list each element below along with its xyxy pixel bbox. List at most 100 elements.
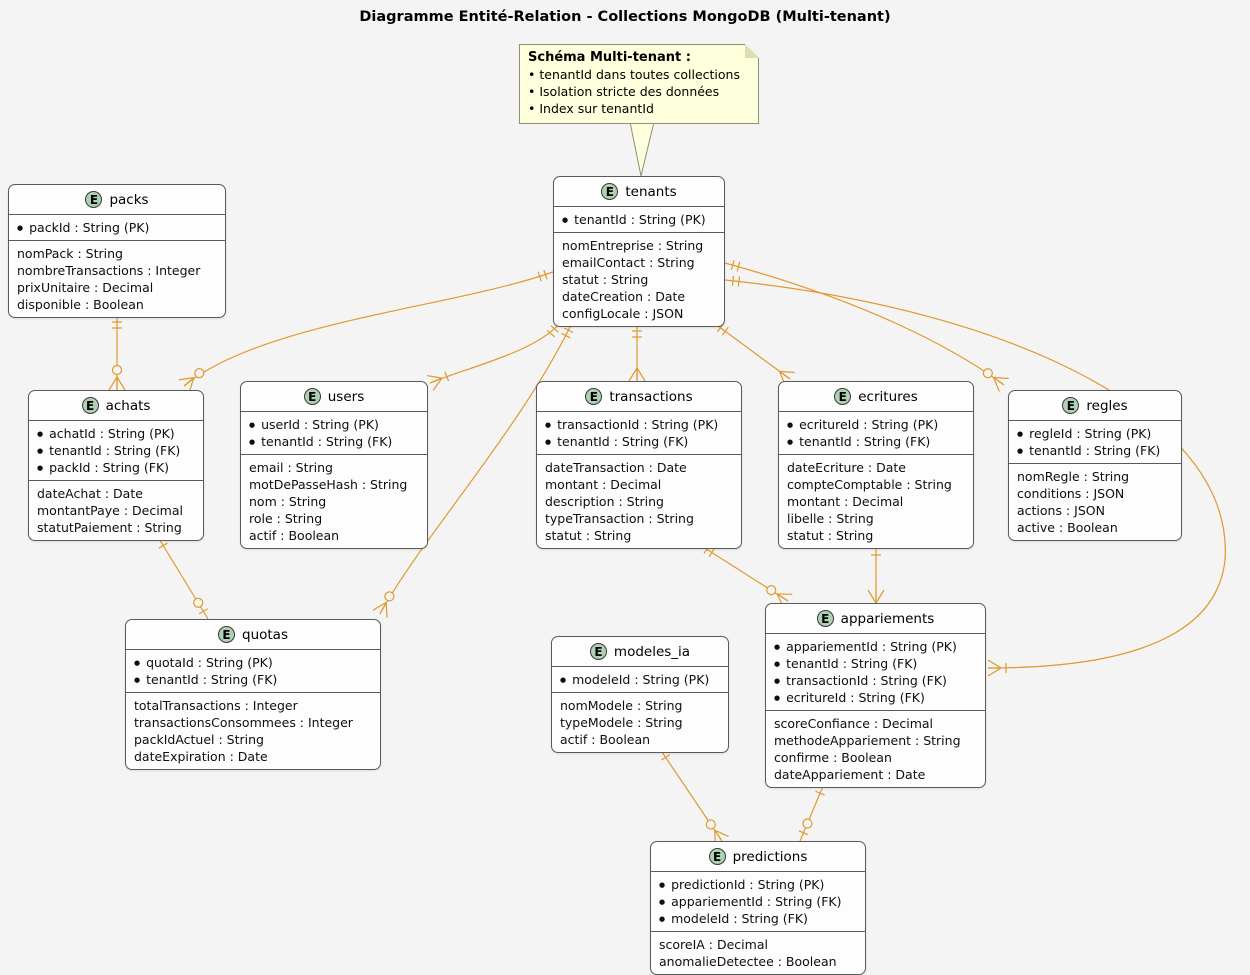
relationship-achats-quotas xyxy=(157,536,209,620)
relationship-tenants-appariements xyxy=(724,275,1226,677)
key-section: achatId : String (PK)tenantId : String (… xyxy=(29,421,203,481)
attribute-section: nomModele : String typeModele : String act… xyxy=(552,693,728,752)
entity-regles: EreglesregleId : String (PK)tenantId : S… xyxy=(1008,390,1182,541)
entity-name: regles xyxy=(1086,397,1128,414)
attribute-row: actif : Boolean xyxy=(560,732,651,747)
note-multitenant: Schéma Multi-tenant : • tenantId dans to… xyxy=(519,44,759,124)
relationship-line xyxy=(724,262,1005,386)
attribute-row: typeTransaction : String xyxy=(545,511,694,526)
key-section: tenantId : String (PK) xyxy=(554,207,724,233)
entity-stereotype-icon: E xyxy=(585,388,603,405)
attribute-row: prixUnitaire : Decimal xyxy=(17,280,154,295)
note-line: • Isolation stricte des données xyxy=(528,84,720,99)
entity-stereotype-icon: E xyxy=(81,397,99,414)
relationship-tenants-regles xyxy=(724,260,1009,392)
entity-stereotype-icon: E xyxy=(218,626,235,643)
attribute-row: typeModele : String xyxy=(560,715,683,730)
relationship-appariements-predictions xyxy=(798,783,825,842)
key-field-row: packId : String (PK) xyxy=(9,219,225,236)
key-field-row: tenantId : String (FK) xyxy=(537,433,741,450)
attribute-row: dateEcriture : Date xyxy=(787,460,906,475)
relationship-line xyxy=(379,322,573,615)
key-field-row: tenantId : String (FK) xyxy=(29,442,203,459)
attribute-row: email : String xyxy=(249,460,333,475)
relationship-tenants-transactions xyxy=(628,323,646,382)
attribute-row: statut : String xyxy=(562,272,649,287)
key-field-row: tenantId : String (PK) xyxy=(554,211,724,228)
key-field-row: tenantId : String (FK) xyxy=(241,433,427,450)
diagram-title: Diagramme Entité-Relation - Collections … xyxy=(359,9,891,25)
attribute-row: conditions : JSON xyxy=(1017,486,1125,501)
attribute-row: methodeAppariement : String xyxy=(774,733,961,748)
attribute-row: statutPaiement : String xyxy=(37,520,182,535)
key-section: userId : String (PK)tenantId : String (F… xyxy=(241,412,427,455)
entity-name: modeles_ia xyxy=(613,643,691,660)
attribute-row: nomModele : String xyxy=(560,698,683,713)
note-title: Schéma Multi-tenant : xyxy=(528,50,691,65)
attribute-row: scoreIA : Decimal xyxy=(659,937,768,952)
relationship-packs-achats xyxy=(108,314,126,391)
attribute-row: emailContact : String xyxy=(562,255,695,270)
entity-stereotype-icon: E xyxy=(303,388,321,405)
relationship-line xyxy=(183,271,554,387)
relationship-tenants-ecritures xyxy=(713,322,795,386)
key-field-row: transactionId : String (PK) xyxy=(537,416,741,433)
entity-stereotype-icon: E xyxy=(708,848,726,865)
entity-predictions: EpredictionspredictionId : String (PK)ap… xyxy=(650,841,866,975)
key-field-row: tenantId : String (FK) xyxy=(779,433,973,450)
attribute-row: actif : Boolean xyxy=(249,528,340,543)
attribute-row: compteComptable : String xyxy=(787,477,952,492)
entity-name: transactions xyxy=(609,388,693,405)
key-section: predictionId : String (PK)appariementId … xyxy=(651,872,865,932)
note-pointer xyxy=(629,121,655,177)
attribute-section: scoreIA : Decimal anomalieDetectee : Bool… xyxy=(651,932,865,974)
key-field-row: tenantId : String (FK) xyxy=(126,671,380,688)
key-field-row: transactionId : String (FK) xyxy=(766,672,985,689)
attribute-row: dateAchat : Date xyxy=(37,486,143,501)
relationship-tenants-quotas xyxy=(372,322,574,618)
relationship-tenants-achats xyxy=(178,269,554,393)
key-field-row: modeleId : String (FK) xyxy=(651,910,865,927)
key-section: appariementId : String (PK)tenantId : St… xyxy=(766,634,985,711)
entity-stereotype-icon: E xyxy=(816,610,834,627)
attribute-row: statut : String xyxy=(787,528,874,543)
attribute-row: anomalieDetectee : Boolean xyxy=(659,954,837,969)
relationship-tenants-users xyxy=(426,322,561,391)
key-field-row: ecritureId : String (PK) xyxy=(779,416,973,433)
attribute-row: nom : String xyxy=(249,494,327,509)
attribute-row: libelle : String xyxy=(787,511,874,526)
attribute-row: confirme : Boolean xyxy=(774,750,892,765)
attribute-row: dateAppariement : Date xyxy=(774,767,926,782)
attribute-row: disponible : Boolean xyxy=(17,297,144,312)
attribute-row: packIdActuel : String xyxy=(134,732,264,747)
entity-stereotype-icon: E xyxy=(85,191,103,208)
key-field-row: quotaId : String (PK) xyxy=(126,654,380,671)
entity-stereotype-icon: E xyxy=(601,183,619,200)
entity-name: predictions xyxy=(732,848,808,865)
key-field-row: tenantId : String (FK) xyxy=(766,655,985,672)
relationship-line xyxy=(429,322,561,384)
attribute-row: montant : Decimal xyxy=(787,494,904,509)
note-line: • Index sur tenantId xyxy=(528,101,654,116)
key-field-row: appariementId : String (FK) xyxy=(651,893,865,910)
relationship-transactions-appariements xyxy=(699,544,793,608)
relationship-modeles_ia-predictions xyxy=(659,748,729,846)
attribute-row: active : Boolean xyxy=(1017,520,1118,535)
key-field-row: tenantId : String (FK) xyxy=(1009,442,1181,459)
